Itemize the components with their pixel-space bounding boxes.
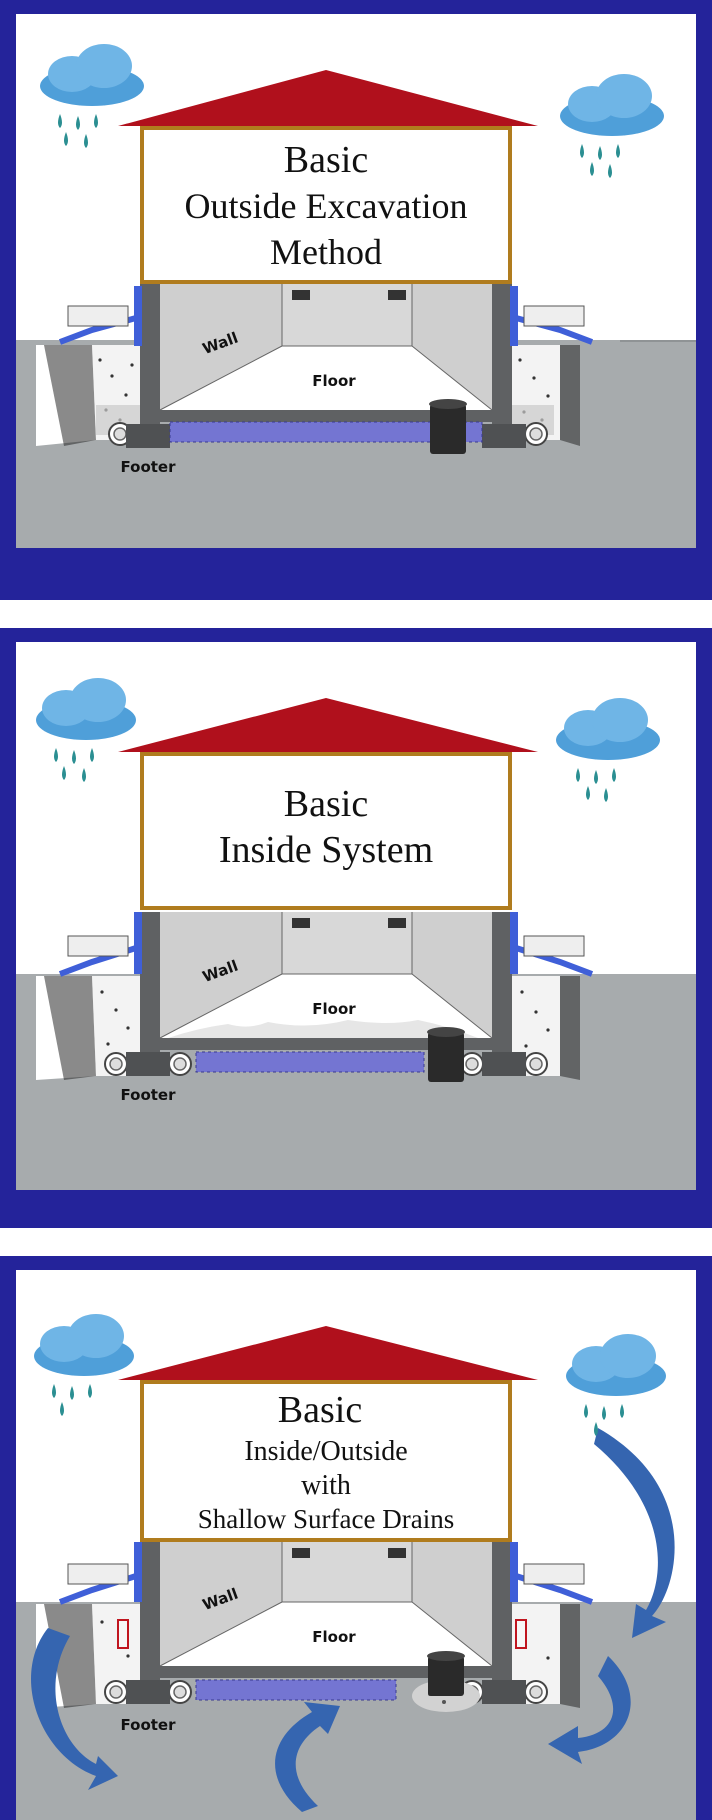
panel-inside-system: Basic Inside System Wall Floor Footer [0, 628, 712, 1228]
downspouts [58, 1542, 594, 1605]
house-structure [118, 70, 538, 454]
exterior-drain-tiles [108, 422, 548, 446]
title-box [140, 1380, 512, 1542]
floor-label: Floor [312, 372, 356, 390]
floor-label: Floor [312, 1000, 356, 1018]
arrow-right-bottom-icon [548, 1656, 631, 1764]
arrow-bottom-center-icon [275, 1702, 340, 1812]
panel-outside-excavation: Basic Outside Excavation Method Wall Flo… [0, 0, 712, 600]
title-box [140, 752, 512, 910]
footer-label: Footer [121, 458, 177, 476]
roof [118, 70, 538, 126]
title-line-2: Inside/Outside [244, 1436, 407, 1467]
left-backfill [36, 345, 140, 446]
title-line-2: Outside Excavation [185, 186, 468, 226]
left-backfill [36, 976, 140, 1080]
right-backfill [510, 345, 580, 446]
right-backfill [510, 976, 580, 1080]
cloud-right-icon [560, 74, 664, 178]
title-line-3: with [301, 1470, 351, 1501]
title-line-1: Basic [284, 139, 368, 181]
title-line-1: Basic [284, 783, 368, 825]
title-line-2: Inside System [219, 829, 433, 871]
floor-label: Floor [312, 1628, 356, 1646]
cloud-left-icon [34, 1314, 134, 1416]
title-line-3: Method [270, 232, 382, 272]
house-structure [118, 698, 538, 1082]
arrow-right-top-icon [594, 1428, 675, 1638]
cloud-left-icon [36, 678, 136, 782]
cloud-right-icon [566, 1334, 666, 1436]
downspouts [58, 912, 594, 977]
downspouts [58, 286, 594, 346]
roof [118, 698, 538, 752]
footer-label: Footer [121, 1716, 177, 1734]
title-line-4: Shallow Surface Drains [198, 1504, 454, 1534]
cloud-right-icon [556, 698, 660, 802]
cloud-left-icon [40, 44, 144, 148]
title-line-1: Basic [278, 1389, 362, 1431]
arrow-left-icon [31, 1628, 118, 1790]
footer-label: Footer [121, 1086, 177, 1104]
water-flow-arrows [31, 1428, 675, 1812]
title-box [140, 126, 512, 284]
roof [118, 1326, 538, 1380]
panel-inside-outside: Basic Inside/Outside with Shallow Surfac… [0, 1256, 712, 1820]
right-backfill [510, 1604, 580, 1708]
house-structure [118, 1326, 538, 1712]
